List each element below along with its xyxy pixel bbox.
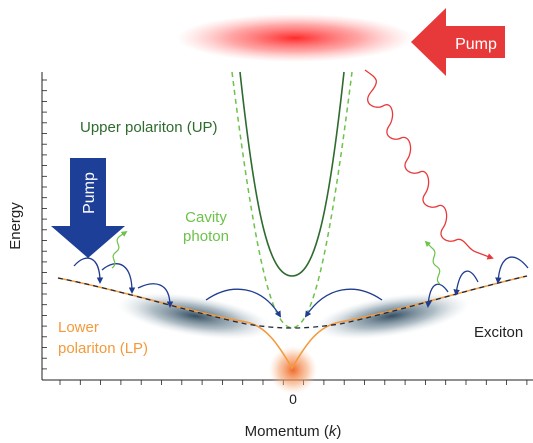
x-axis-label-var: k: [329, 423, 338, 440]
upper-polariton-label: Upper polariton (UP): [80, 119, 218, 136]
exciton-label: Exciton: [474, 324, 523, 341]
relaxation-arrows: [73, 256, 529, 318]
reservoir-right: [314, 292, 470, 340]
condensate-spot: [269, 346, 317, 394]
reservoir-left: [117, 292, 273, 340]
exciton-line: [57, 275, 528, 329]
lower-polariton-label-line2: polariton (LP): [58, 340, 148, 357]
pump-left-label: Pump: [81, 172, 98, 214]
relax-arrow-r2: [453, 270, 479, 296]
x-axis-label-text: Momentum (: [245, 423, 329, 440]
pump-arrow-top: Pump: [411, 8, 505, 76]
red-wavy-arrow: [364, 69, 494, 260]
relax-arrow-r4: [304, 288, 383, 318]
relax-arrow-r1: [495, 256, 529, 284]
emission-arrow-left: [111, 231, 128, 269]
relax-arrow-l3: [137, 283, 174, 308]
y-axis-ticks: [42, 79, 47, 370]
x-axis-label-close: ): [336, 423, 341, 440]
lower-polariton-label-line1: Lower: [58, 319, 99, 336]
pump-arrow-left: Pump: [51, 158, 125, 258]
relax-arrow-l2: [101, 263, 136, 294]
emission-arrow-right: [424, 240, 441, 285]
relax-arrow-l1: [73, 257, 104, 284]
x-axis-ticks: [59, 380, 528, 385]
cavity-photon-label-line2: photon: [183, 228, 229, 245]
zero-tick-label: 0: [289, 391, 297, 407]
pump-top-label: Pump: [455, 36, 497, 53]
pump-spot: [177, 14, 413, 62]
cavity-photon-curve: [231, 71, 353, 329]
relax-arrow-l4: [205, 288, 282, 318]
x-axis-label: Momentum (k): [245, 423, 342, 440]
axes: [41, 72, 533, 385]
relax-arrow-r3: [425, 283, 449, 308]
upper-polariton-curve: [239, 71, 345, 277]
cavity-photon-label-line1: Cavity: [185, 209, 227, 226]
y-axis-label: Energy: [7, 202, 24, 250]
